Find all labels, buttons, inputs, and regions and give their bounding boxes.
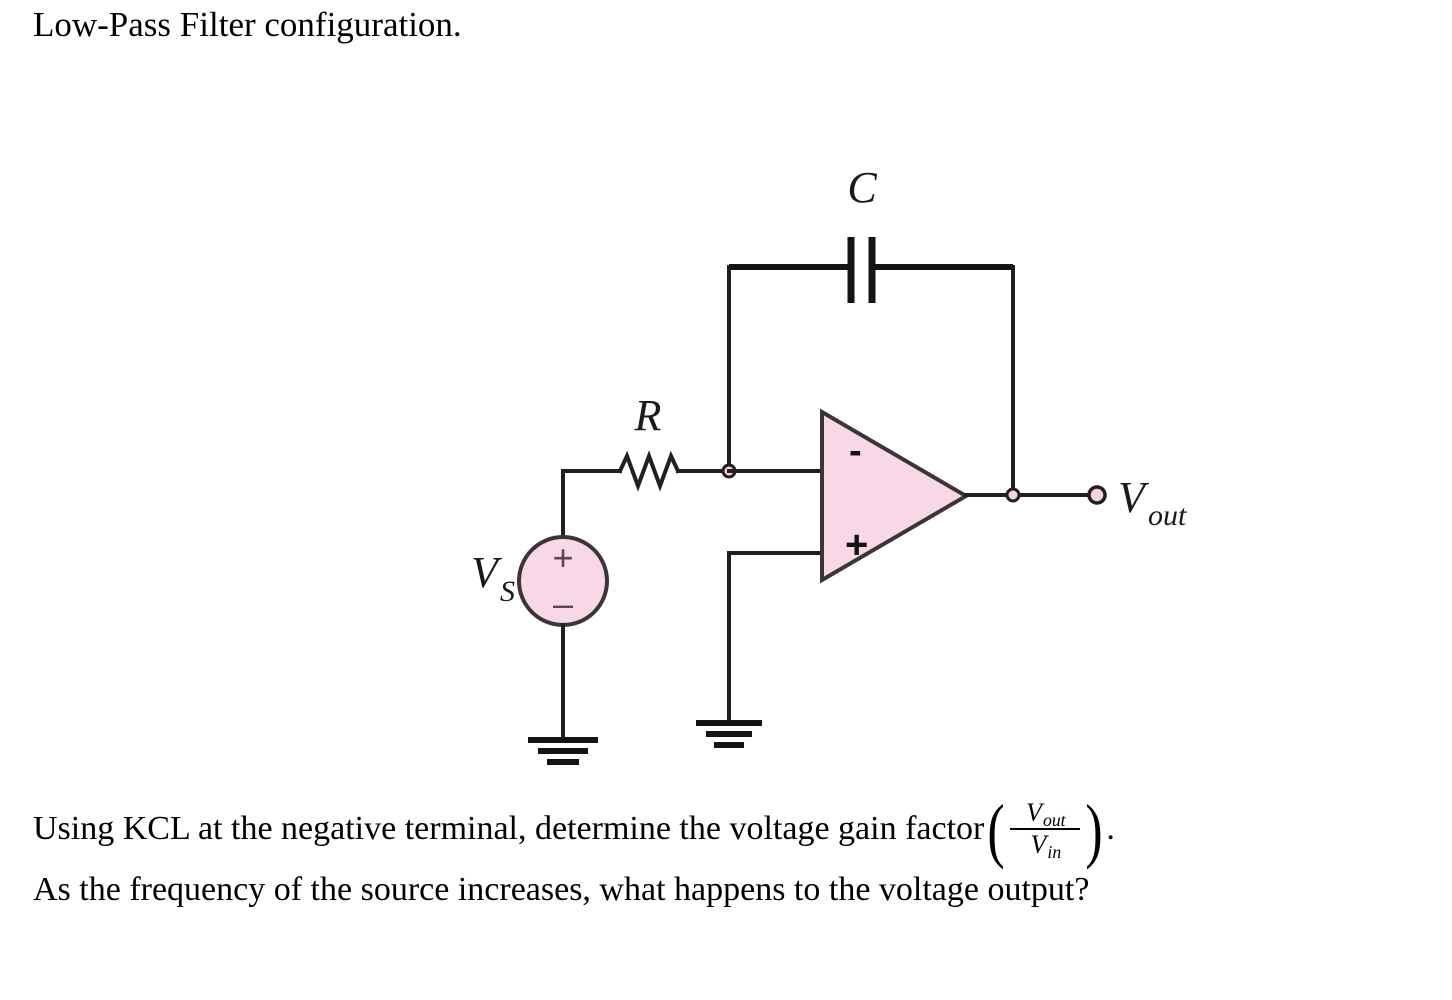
gain-factor-expression: ( Vout Vin )	[984, 790, 1106, 870]
resistor-label: R	[634, 391, 662, 440]
vout-terminal	[1087, 485, 1107, 505]
output-node-junction	[1005, 487, 1021, 503]
source-label-main: V	[471, 548, 503, 597]
source-plus-sign: +	[552, 537, 573, 578]
ground-source-symbol	[528, 737, 598, 765]
gain-denominator-main: V	[1030, 830, 1047, 860]
gain-numerator-main: V	[1026, 798, 1042, 827]
page-title: Low-Pass Filter configuration.	[33, 5, 462, 44]
capacitor-symbol	[847, 237, 876, 303]
gain-fraction: Vout Vin	[1008, 798, 1082, 863]
source-label: V S	[471, 548, 515, 608]
vout-label-main: V	[1118, 473, 1150, 522]
ground-noninverting-symbol	[696, 720, 762, 748]
prompt-line-1: Using KCL at the negative terminal, dete…	[33, 790, 1433, 870]
question-prompt: Using KCL at the negative terminal, dete…	[33, 790, 1433, 918]
fraction-bar	[1010, 828, 1081, 831]
source-to-resistor-wire	[561, 469, 622, 539]
prompt-line-2: As the frequency of the source increases…	[33, 871, 1090, 909]
paren-open: (	[987, 790, 1005, 870]
inverting-input-sign: -	[849, 430, 862, 472]
prompt-line-1-period: .	[1106, 809, 1115, 847]
circuit-diagram: C R - +	[0, 140, 1452, 800]
gain-numerator-sub: out	[1042, 810, 1066, 831]
paren-close: )	[1085, 790, 1103, 870]
vout-label-sub: out	[1148, 499, 1187, 532]
noninverting-input-sign: +	[845, 523, 868, 567]
source-label-sub: S	[500, 575, 515, 608]
gain-denominator-sub: in	[1047, 842, 1062, 863]
gain-denominator: Vin	[1028, 830, 1064, 863]
resistor-symbol	[617, 450, 731, 492]
opamp-triangle	[820, 408, 970, 584]
source-minus-sign: –	[553, 583, 573, 624]
gain-numerator: Vout	[1023, 798, 1067, 831]
capacitor-label: C	[847, 163, 877, 212]
vout-label: V out	[1118, 473, 1187, 532]
prompt-line-1-text: Using KCL at the negative terminal, dete…	[33, 809, 985, 847]
noninverting-input-wire	[727, 551, 824, 725]
